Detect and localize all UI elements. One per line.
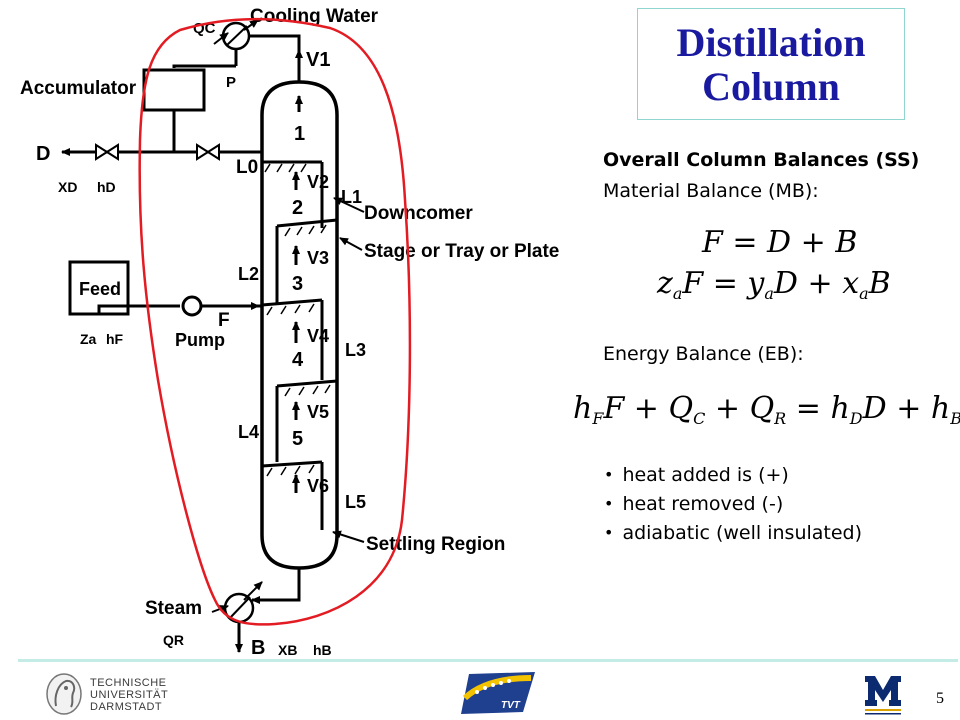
qr-label: QR — [163, 632, 184, 648]
l2-label: L2 — [238, 264, 259, 284]
title-line-2: Column — [702, 64, 840, 109]
v5-label: V5 — [307, 402, 329, 422]
equation-energy-balance: hFF + QC + QR = hDD + hBB — [573, 391, 960, 428]
overall-balances-heading: Overall Column Balances (SS) — [603, 149, 920, 171]
l4-label: L4 — [238, 422, 259, 442]
l0-label: L0 — [236, 157, 258, 178]
footer-divider — [18, 659, 958, 662]
hf-label: hF — [106, 331, 124, 347]
tray-1-label: 1 — [294, 123, 305, 145]
l1-label: L1 — [341, 187, 362, 207]
cooling-water-label: Cooling Water — [250, 6, 379, 27]
pump-label: Pump — [175, 330, 225, 350]
settling-region-label: Settling Region — [366, 534, 505, 555]
material-balance-label: Material Balance (MB): — [603, 180, 819, 202]
b-label: B — [251, 637, 265, 659]
za-label: Za — [80, 331, 97, 347]
distillation-column-diagram: Cooling Water QC P V1 Accumulator D L0 X… — [20, 6, 559, 659]
stage-label: Stage or Tray or Plate — [364, 241, 559, 262]
tray-4-label: 4 — [292, 349, 304, 371]
v3-label: V3 — [307, 248, 329, 268]
tu-darmstadt-logo-icon — [46, 673, 82, 715]
feed-label: Feed — [79, 279, 121, 299]
steam-label: Steam — [145, 598, 202, 619]
distillate-valve — [95, 143, 119, 161]
reflux-valve — [196, 143, 220, 161]
bullet-heat-removed: heat removed (-) — [604, 490, 862, 519]
tray-3-label: 3 — [292, 273, 303, 295]
michigan-school-of-mines-logo-icon — [862, 672, 904, 716]
hb-label: hB — [313, 642, 332, 658]
title-line-1: Distillation — [676, 20, 866, 65]
v6-label: V6 — [307, 476, 329, 496]
tvt-logo-icon: TVT — [461, 672, 535, 714]
page-number: 5 — [936, 690, 944, 707]
f-label: F — [218, 310, 230, 331]
control-volume-outline — [138, 17, 412, 626]
title-box: Distillation Column — [637, 8, 905, 120]
equation-component-balance: zaF = yaD + xaB — [657, 266, 891, 303]
pump-symbol — [181, 295, 203, 317]
l3-label: L3 — [345, 340, 366, 360]
d-label: D — [36, 143, 50, 165]
accumulator-vessel — [142, 68, 206, 112]
university-name: TECHNISCHE UNIVERSITÄT DARMSTADT — [90, 677, 169, 713]
tray-2-label: 2 — [292, 197, 303, 219]
accumulator-label: Accumulator — [20, 78, 137, 99]
vapor-arrows — [292, 95, 303, 493]
tray-5-label: 5 — [292, 428, 303, 450]
downcomer-label: Downcomer — [364, 203, 473, 224]
trays — [261, 160, 338, 530]
reboiler — [211, 581, 263, 624]
equation-total-mass-balance: F = D + B — [702, 225, 858, 260]
v2-label: V2 — [307, 172, 329, 192]
heat-sign-notes: heat added is (+) heat removed (-) adiab… — [604, 461, 862, 548]
energy-balance-label: Energy Balance (EB): — [603, 343, 804, 365]
tvt-logo-text: TVT — [501, 700, 521, 711]
xd-label: XD — [58, 179, 77, 195]
v1-label: V1 — [306, 49, 330, 71]
l5-label: L5 — [345, 492, 366, 512]
v4-label: V4 — [307, 326, 329, 346]
tray-hatching — [264, 163, 331, 477]
xb-label: XB — [278, 642, 297, 658]
bullet-adiabatic: adiabatic (well insulated) — [604, 519, 862, 548]
hd-label: hD — [97, 179, 116, 195]
p-label: P — [226, 74, 236, 91]
bullet-heat-added: heat added is (+) — [604, 461, 862, 490]
